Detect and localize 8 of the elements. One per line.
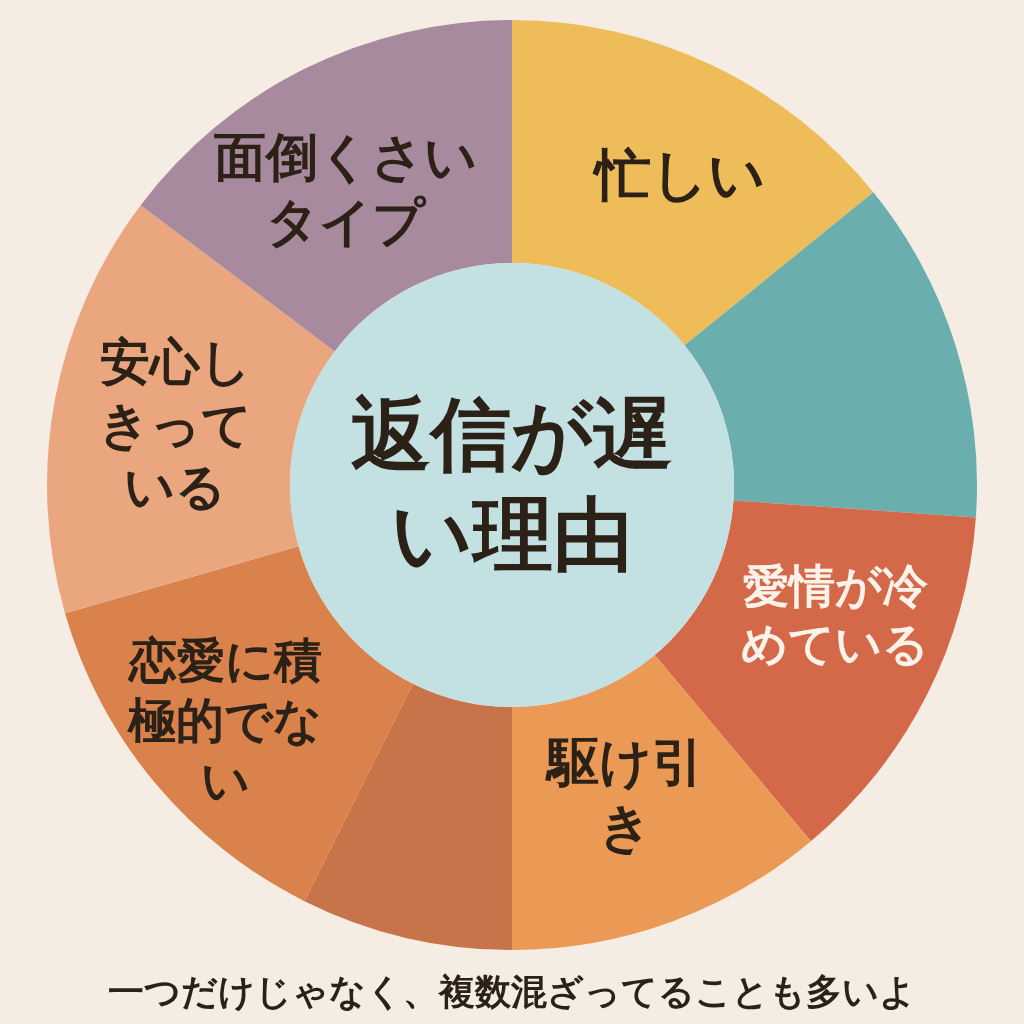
- slice-label: 安心しきっている: [97, 332, 253, 519]
- caption: 一つだけじゃなく、複数混ざってることも多いよ: [107, 970, 917, 1014]
- slice-label: 面倒くさいタイプ: [212, 126, 478, 254]
- slice-label: 忙しい: [570, 140, 790, 210]
- slice-label: 駆け引き: [544, 731, 705, 859]
- slice-label: 愛情が冷めている: [740, 557, 930, 672]
- center-label: 返信が遅い理由: [350, 387, 674, 583]
- slice-label: 恋愛に積極的でない: [126, 631, 323, 810]
